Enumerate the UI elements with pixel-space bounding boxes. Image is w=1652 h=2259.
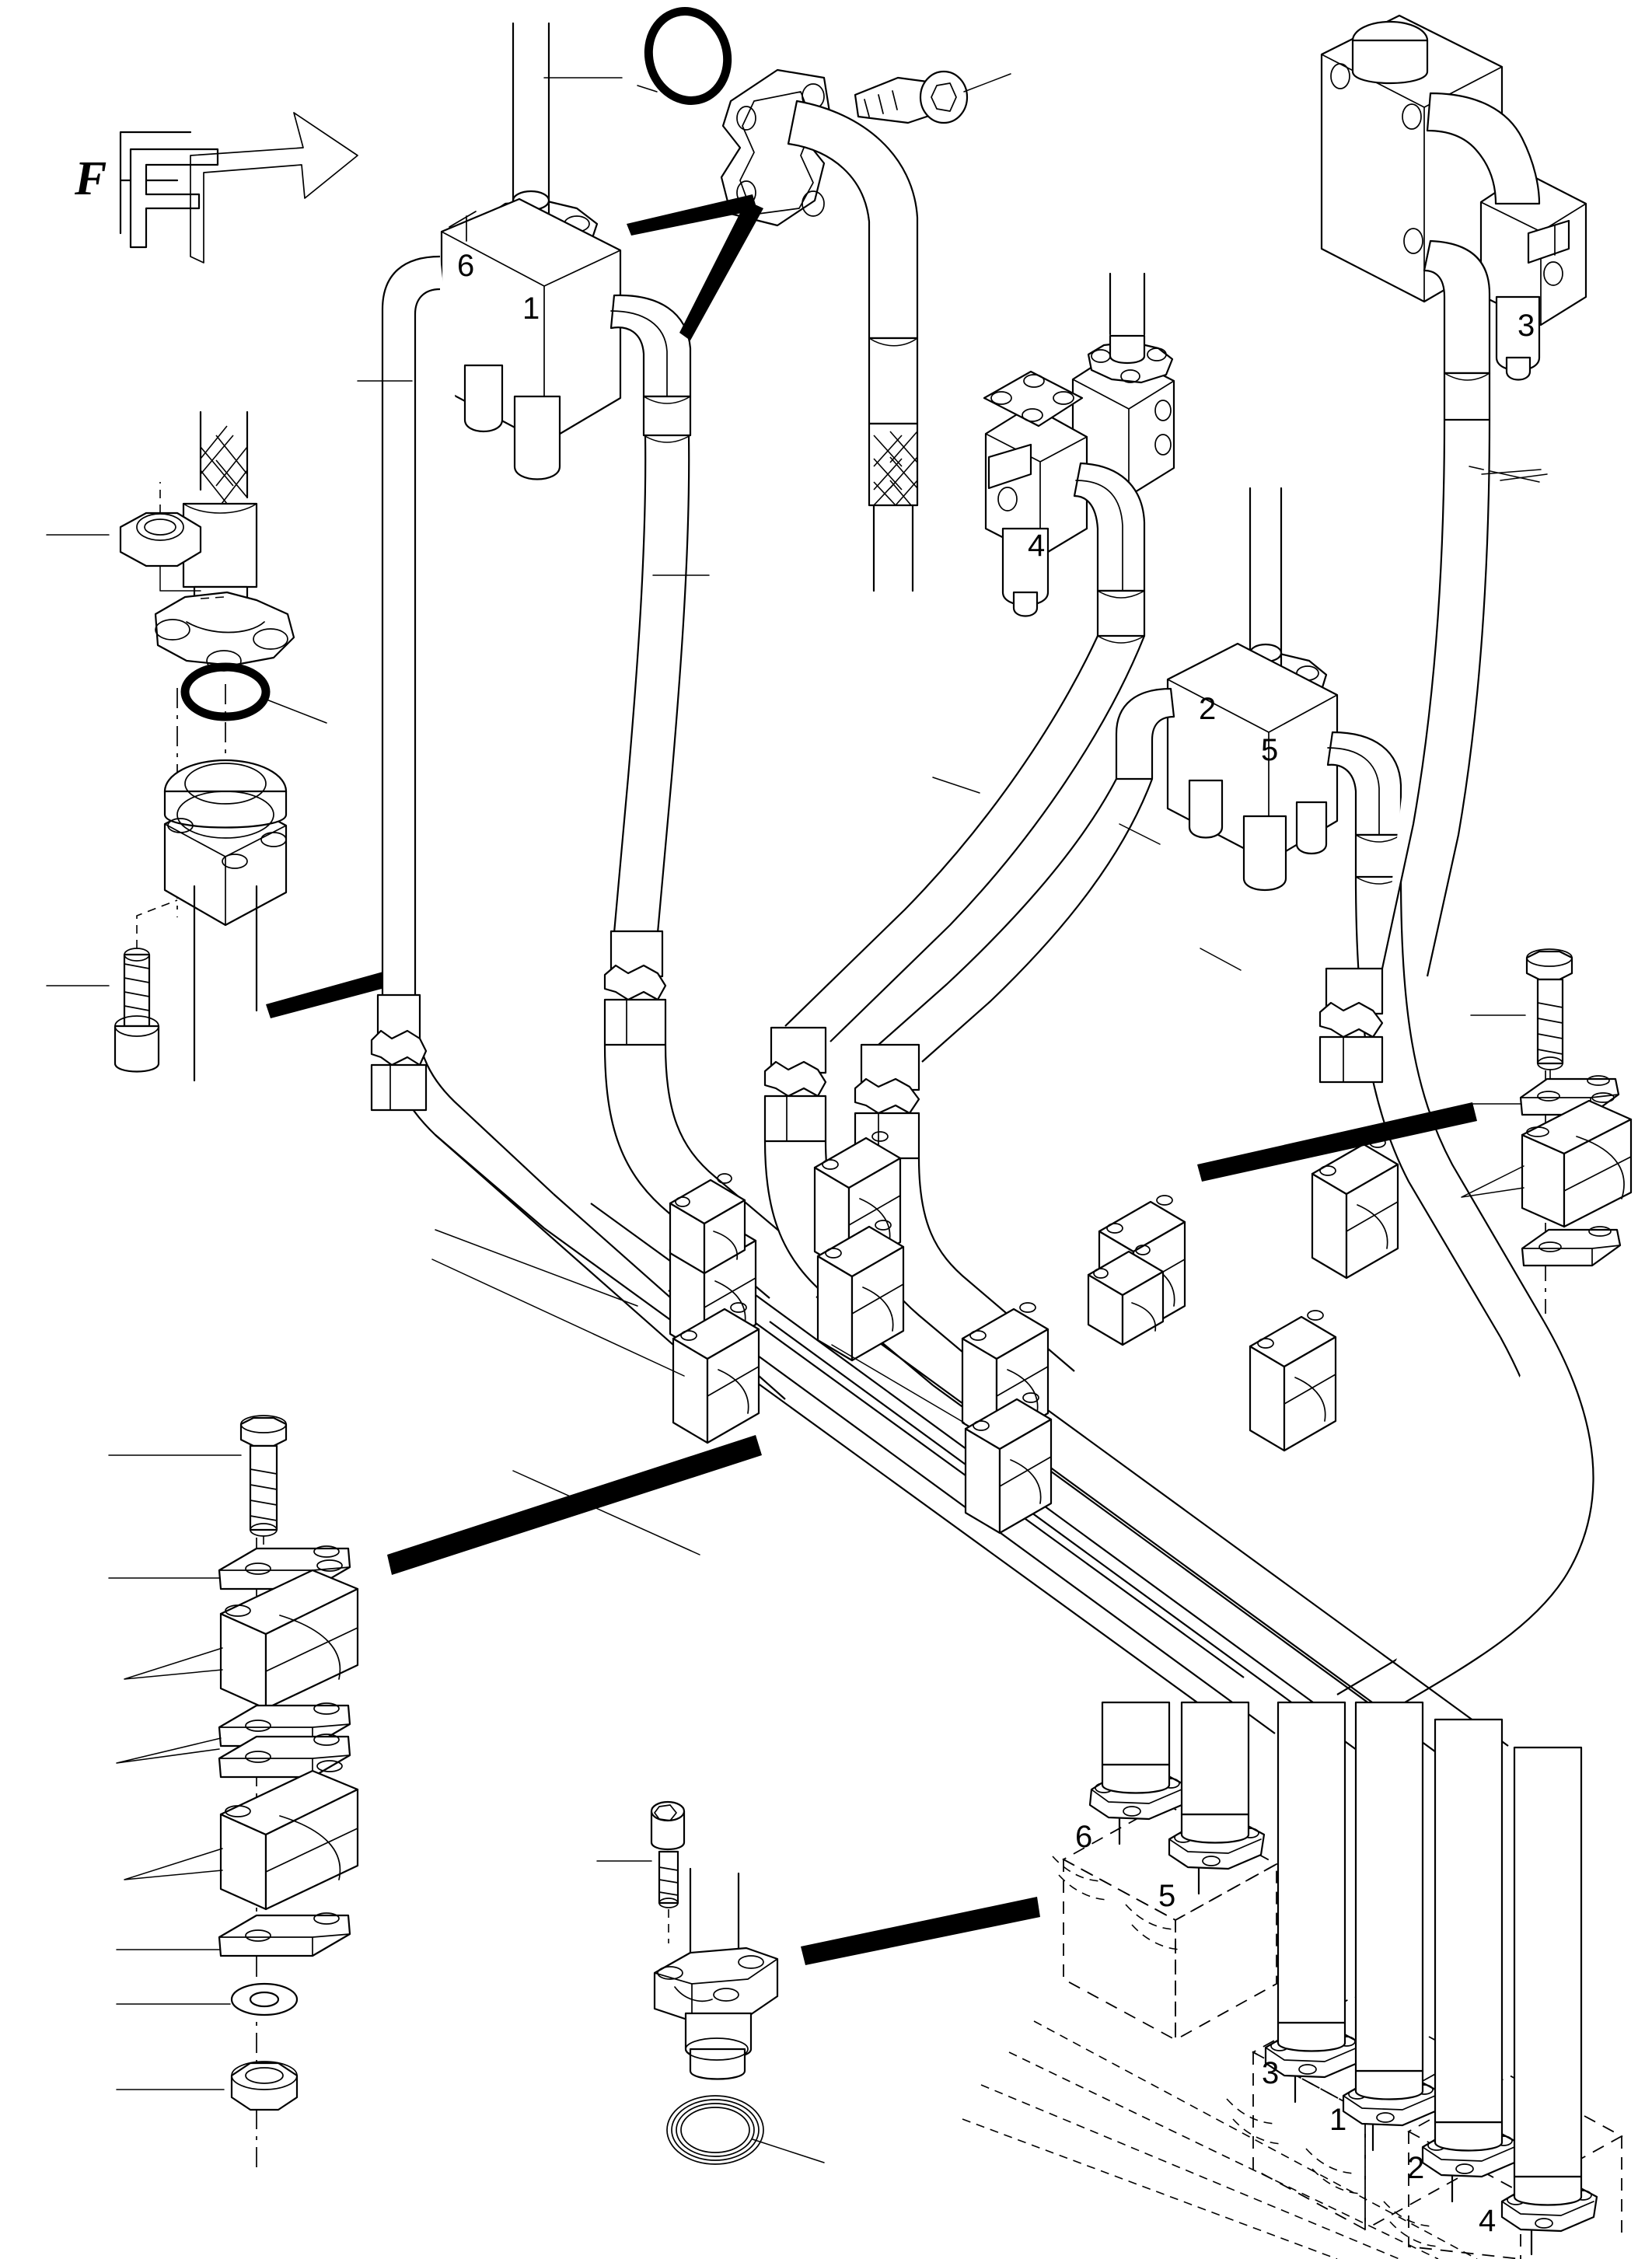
braid-texture [873, 431, 918, 506]
clamp-block [1249, 1310, 1337, 1452]
clamp-block-small [1087, 1245, 1165, 1346]
label-valve3: 3 [1518, 309, 1535, 343]
socket-head-bolt-left-icon [46, 899, 178, 1073]
base-plate-right [1521, 1226, 1622, 1267]
hex-bolt-right-icon [1470, 948, 1573, 1070]
hex-bolt-icon [108, 1415, 288, 1537]
hose-clamp-detail-right [1197, 948, 1633, 1314]
clamp-half [124, 1760, 359, 1911]
label-port-5: 5 [1158, 1879, 1175, 1913]
hose-coupling-A [370, 993, 428, 1112]
clamp-block [1311, 1137, 1399, 1280]
socket-bolt-bottom-icon [596, 1800, 686, 1908]
hidden-port-connectors [1052, 1856, 1442, 2247]
o-ring-icon [644, 7, 732, 105]
hose-coupling-B [603, 930, 667, 1046]
valve-block-three [1320, 14, 1587, 483]
clamp-block [816, 1220, 905, 1362]
label-port-1: 1 [1329, 2103, 1346, 2137]
clamp-block-small [669, 1173, 746, 1275]
seal-ring-icon [666, 2095, 825, 2165]
label-port-6: 6 [1075, 1820, 1092, 1854]
manifold-port [1264, 1701, 1362, 2104]
base-plate [116, 1912, 351, 1957]
manifold-port [1342, 1701, 1440, 2152]
hose-coupling-E [1318, 967, 1384, 1084]
hose-clamp-stack-detail [108, 1415, 762, 2169]
port-adapter-detail [46, 684, 393, 1082]
tube-flange-detail [596, 1800, 1040, 2165]
clamp-block [672, 1302, 760, 1444]
hose-length-tick-marks [357, 380, 1542, 1555]
label-valve4: 4 [1028, 529, 1045, 563]
elbow-hose-fitting-detail [543, 7, 1011, 592]
socket-head-bolt-icon [854, 70, 1011, 124]
clamp-block [964, 1392, 1053, 1535]
bundle-clamp-blocks [669, 1131, 1399, 1535]
manifold-port [1421, 1718, 1519, 2203]
hose-coupling-C [763, 1026, 827, 1143]
callout-labels: F 6 1 3 4 2 5 6 5 3 1 2 4 [74, 152, 1535, 2238]
label-port-3: 3 [1262, 2056, 1279, 2090]
label-valve2: 2 [1199, 692, 1216, 726]
clamp-half [124, 1559, 359, 1710]
washer-icon [116, 1982, 299, 2016]
hex-nut-bottom-icon [116, 2061, 299, 2111]
valve-block-one-six [440, 22, 763, 480]
label-port-2: 2 [1407, 2151, 1424, 2185]
manifold-port [1088, 1701, 1186, 1845]
view-direction-marker [119, 112, 358, 264]
valve-block-two-five [1115, 487, 1402, 892]
o-ring-lower-icon [180, 662, 271, 721]
valve-block-four [983, 272, 1548, 644]
hose-end-flange-detail [46, 410, 327, 724]
hex-nut-icon [46, 482, 202, 592]
manifold-port [1168, 1701, 1266, 1895]
clamp-block [813, 1131, 902, 1273]
label-valve1-one: 1 [522, 292, 540, 326]
label-port-4: 4 [1479, 2204, 1496, 2238]
manifold-port [1500, 1746, 1598, 2256]
label-view-f: F [74, 152, 107, 205]
label-valve5: 5 [1261, 733, 1278, 767]
label-valve1-six: 6 [457, 249, 474, 283]
manifold-assembly [962, 1701, 1623, 2259]
braid-texture-left [200, 425, 248, 505]
clamp-block-right [1461, 1092, 1633, 1228]
